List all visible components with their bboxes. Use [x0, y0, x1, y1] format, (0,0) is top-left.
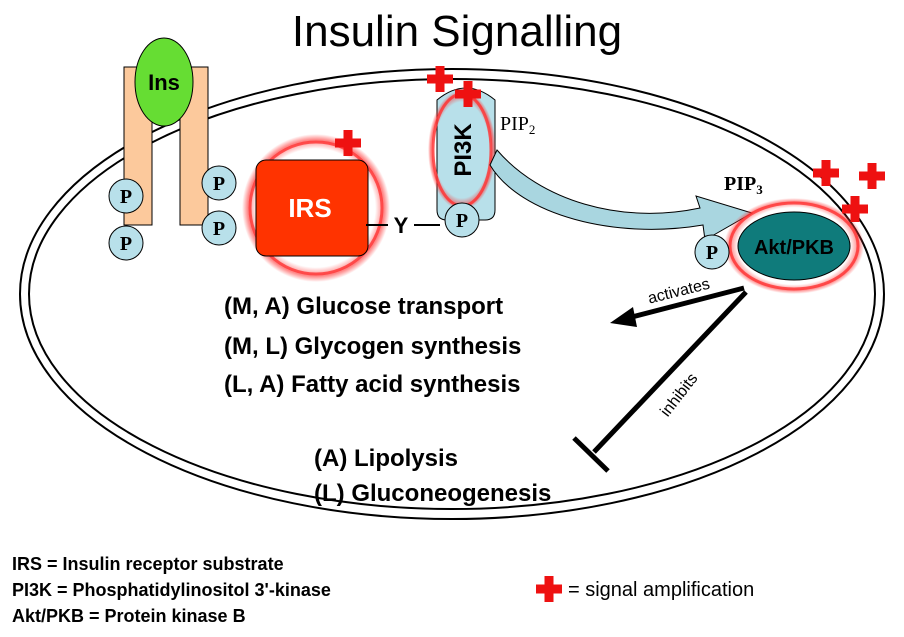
amplification-cross-icon: [536, 576, 562, 602]
pi3k-enzyme: PI3K: [428, 87, 496, 221]
irs-protein: IRS: [242, 134, 390, 282]
p-label: P: [213, 173, 225, 195]
akt-pkb-kinase: Akt/PKB: [724, 198, 864, 294]
diagram-title: Insulin Signalling: [292, 7, 622, 56]
phosphate-group: P: [108, 178, 144, 214]
activated-effect: (M, A) Glucose transport: [224, 293, 503, 320]
activates-arrowhead: [610, 307, 637, 327]
pip2-label: PIP2: [500, 113, 535, 137]
amplification-cross-icon: [813, 160, 839, 186]
activated-effect: (L, A) Fatty acid synthesis: [224, 371, 521, 398]
inhibits-line: [592, 290, 748, 454]
p-label: P: [120, 186, 132, 208]
ins-label: Ins: [148, 70, 180, 95]
irs-label: IRS: [288, 193, 331, 223]
pi3k-label: PI3K: [450, 123, 477, 177]
cell-membrane-outer: [19, 68, 885, 520]
akt-label: Akt/PKB: [754, 237, 834, 259]
inhibited-effect: (L) Gluconeogenesis: [314, 480, 551, 507]
legend-amplification-label: = signal amplification: [568, 579, 754, 601]
pip3-label: PIP3: [724, 173, 763, 197]
insulin-molecule: Ins: [134, 37, 194, 127]
activated-effect: (M, L) Glycogen synthesis: [224, 333, 521, 360]
legend: = signal amplification: [536, 576, 754, 602]
tyrosine-label: Y: [394, 213, 409, 238]
conversion-arrow: [489, 149, 754, 241]
abbreviation-akt: Akt/PKB = Protein kinase B: [12, 606, 246, 626]
phosphate-group: P: [108, 225, 144, 261]
p-label: P: [706, 242, 718, 264]
phosphate-group: P: [694, 234, 730, 270]
activates-arrow: [627, 285, 745, 321]
inhibited-effect: (A) Lipolysis: [314, 445, 458, 472]
abbreviation-irs: IRS = Insulin receptor substrate: [12, 554, 284, 574]
inhibits-bar: [572, 436, 610, 473]
phosphate-group: P: [201, 210, 237, 246]
p-label: P: [213, 218, 225, 240]
p-label: P: [120, 233, 132, 255]
phosphate-group: P: [444, 202, 480, 238]
p-label: P: [456, 210, 468, 232]
phosphate-group: P: [201, 165, 237, 201]
abbreviation-pi3k: PI3K = Phosphatidylinositol 3'-kinase: [12, 580, 331, 600]
amplification-cross-icon: [859, 163, 885, 189]
